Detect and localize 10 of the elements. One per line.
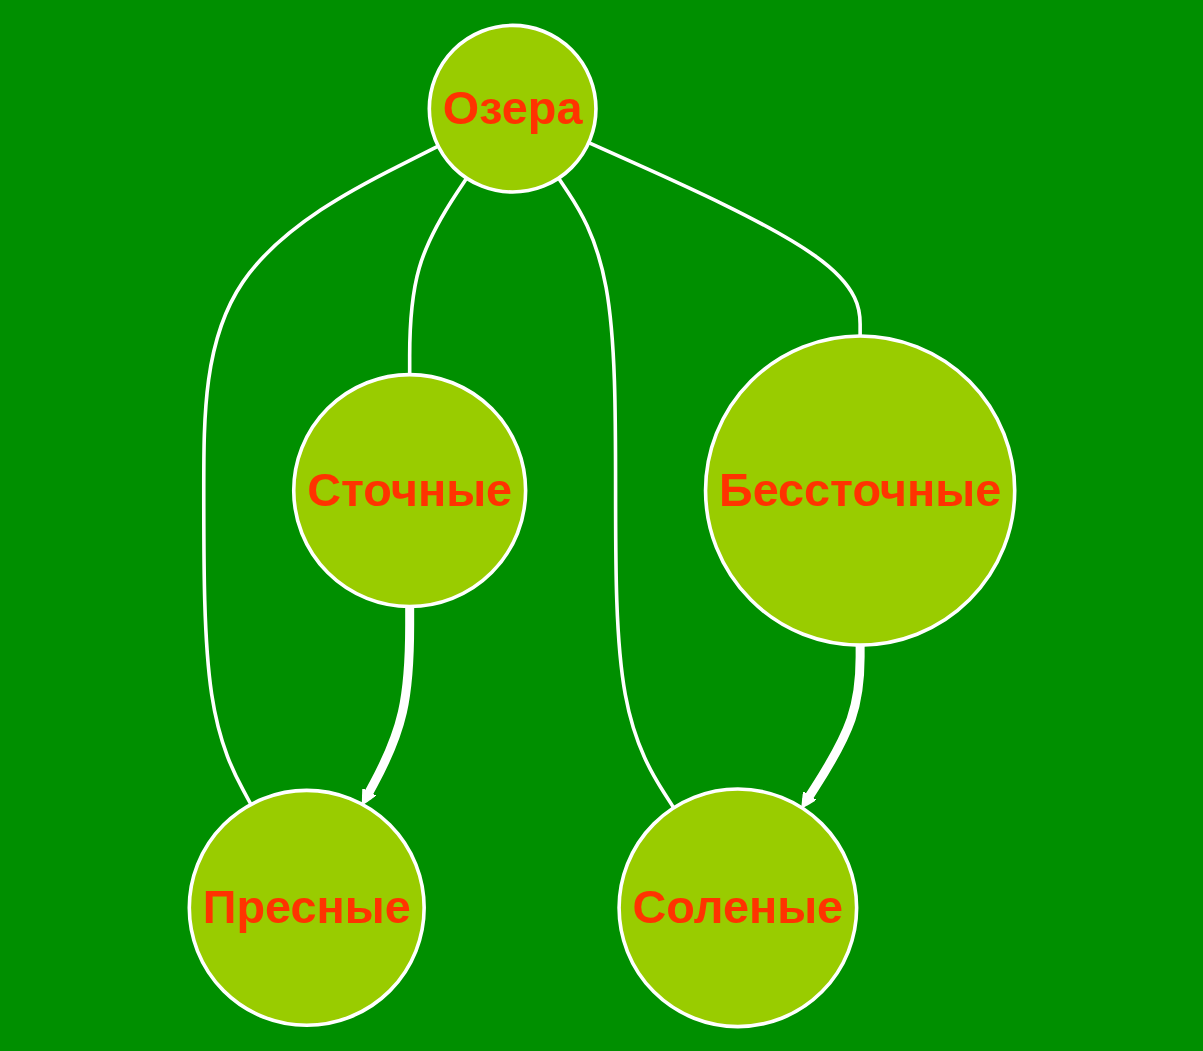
node-circle: Сточные — [291, 372, 527, 608]
node-circle: Пресные — [187, 788, 426, 1027]
arrow — [361, 606, 414, 805]
node-circle: Соленые — [616, 786, 858, 1028]
arrow — [800, 644, 865, 809]
connector — [556, 176, 675, 809]
connector — [201, 144, 439, 805]
node-circle: Озера — [427, 23, 598, 194]
node-circle: Бессточные — [703, 333, 1016, 647]
connector — [587, 140, 862, 336]
